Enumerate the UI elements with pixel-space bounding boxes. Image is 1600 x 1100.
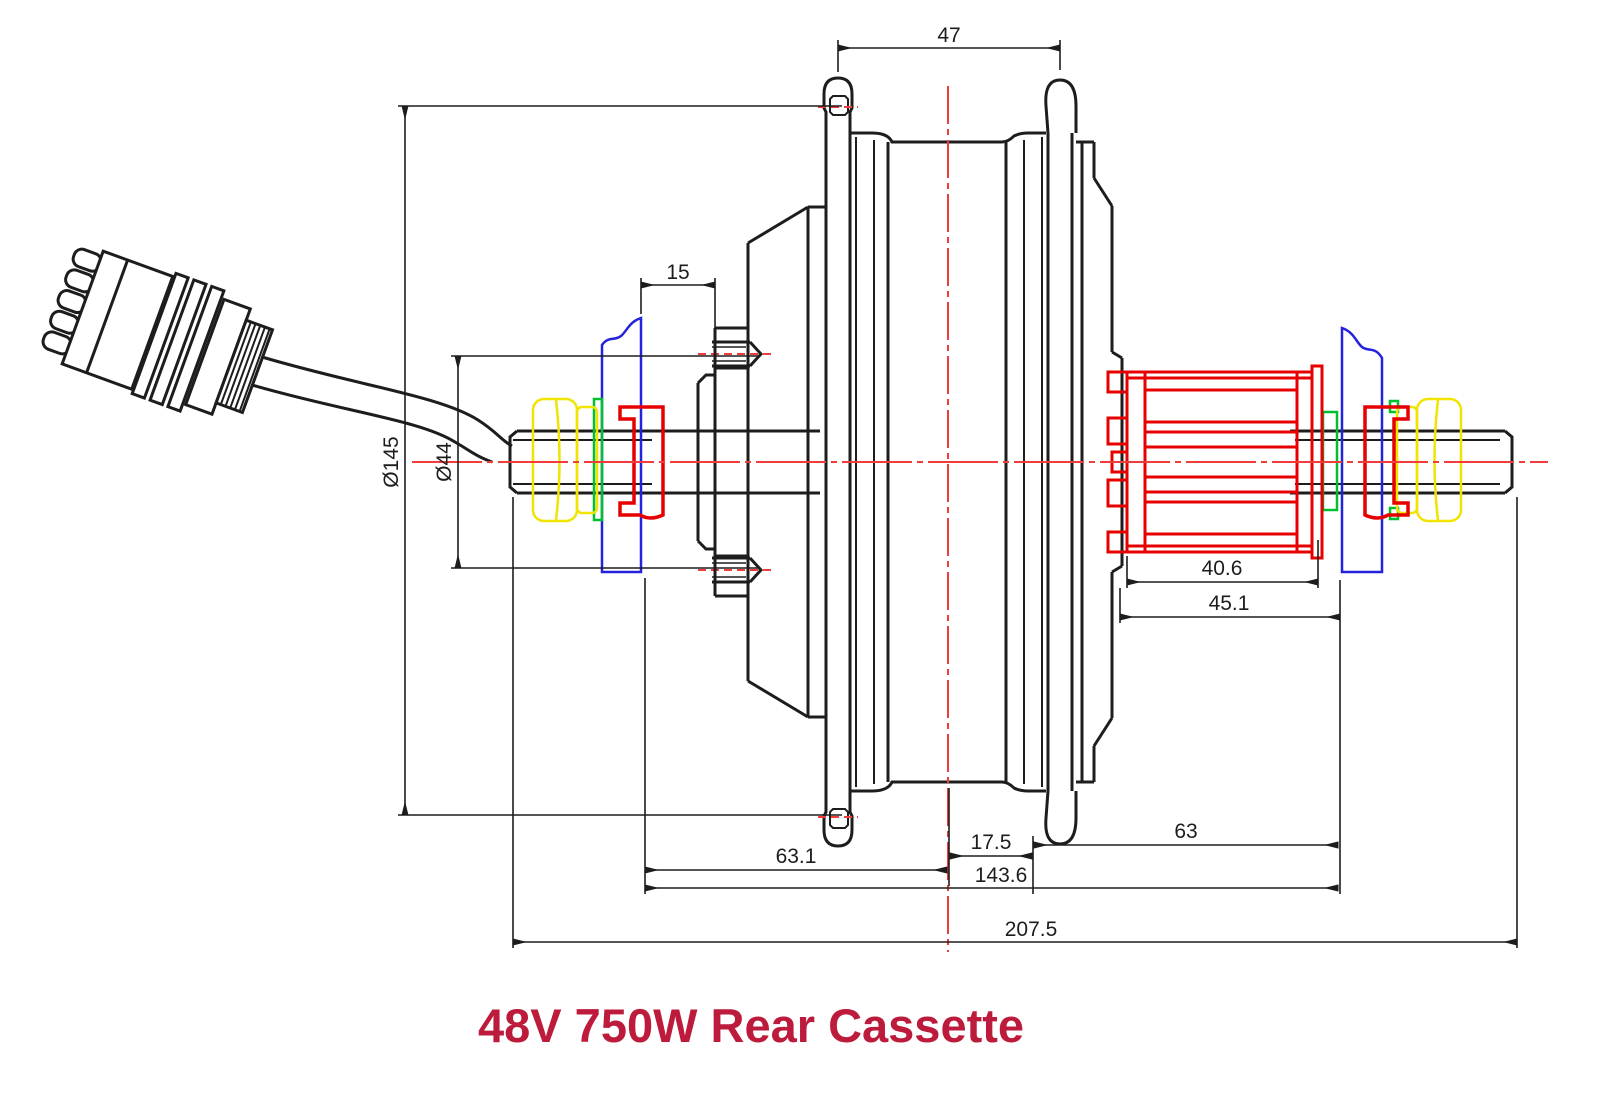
- rotor-boss-hole: [712, 340, 764, 368]
- strain-relief-ribs: [219, 321, 271, 412]
- nut-left: [531, 397, 579, 523]
- disc-flanges: [600, 316, 1384, 574]
- nut-right-flat: [1433, 399, 1440, 521]
- rotor-boss: [715, 326, 748, 370]
- axle-outline: [508, 429, 1514, 463]
- connector-rib: [130, 271, 191, 401]
- shell-top-profile: [808, 131, 1094, 209]
- dim-rotor-to-dropout: 143.6: [975, 864, 1028, 887]
- dim-freehub-body: 40.6: [1202, 557, 1243, 580]
- dim-axle-overall: 207.5: [1005, 918, 1058, 941]
- centerlines: [412, 86, 1548, 952]
- dim-center-to-flange: 17.5: [971, 831, 1012, 854]
- dim-rotor-offset: 15: [666, 261, 689, 284]
- nut-left-flat: [554, 399, 561, 521]
- connector-rib: [165, 284, 226, 414]
- motor-cable: [41, 247, 513, 464]
- freehub-splines: [1127, 376, 1312, 548]
- dim-freehub-overall: 45.1: [1209, 592, 1250, 615]
- rotor-boss-hole-minor: [712, 346, 746, 362]
- dim-flange-diameter: Ø145: [380, 436, 403, 487]
- dim-rotor-to-center: 63.1: [776, 845, 817, 868]
- freehub-tab: [1106, 370, 1129, 394]
- freehub-tab: [1106, 416, 1129, 446]
- nut-left-collar: [575, 405, 599, 515]
- spoke-hole-left: [829, 95, 849, 116]
- right-cover-edge: [1092, 142, 1114, 352]
- nut-right-collar: [1395, 405, 1419, 515]
- spoke-lobe-left: [822, 76, 854, 133]
- dimension-lines: [398, 40, 1518, 948]
- connector-plug: [41, 247, 275, 417]
- drawing-title: 48V 750W Rear Cassette: [478, 999, 1025, 1052]
- nut-right: [1415, 397, 1463, 523]
- dim-rotor-bolt-circle: Ø44: [433, 442, 456, 482]
- dimension-labels: 47 15 Ø145 Ø44 40.6 45.1 17.5 63 63.1 14…: [380, 24, 1249, 941]
- cable-curve: [251, 355, 513, 464]
- freehub-tab: [1106, 530, 1129, 554]
- left-cover-cone: [747, 205, 809, 245]
- right-cover-step: [1111, 350, 1123, 360]
- spacer-flange-right: [1340, 326, 1384, 574]
- disc-rotor-flange-left: [600, 316, 643, 574]
- retainer-clip-left: [618, 405, 665, 520]
- right-cover-cone: [1092, 177, 1114, 207]
- freehub-tab: [1106, 478, 1129, 508]
- dim-flange-to-dropout: 63: [1174, 820, 1197, 843]
- spoke-lobe-right: [1044, 78, 1078, 134]
- retainer-clip-right: [1363, 405, 1410, 520]
- connector-body: [60, 249, 175, 392]
- bearing-boss-chamfer: [696, 373, 715, 385]
- axle-nuts: [531, 397, 1463, 523]
- dim-hub-width-top: 47: [937, 24, 960, 47]
- connector-rib: [148, 277, 208, 407]
- washer-left: [592, 397, 604, 522]
